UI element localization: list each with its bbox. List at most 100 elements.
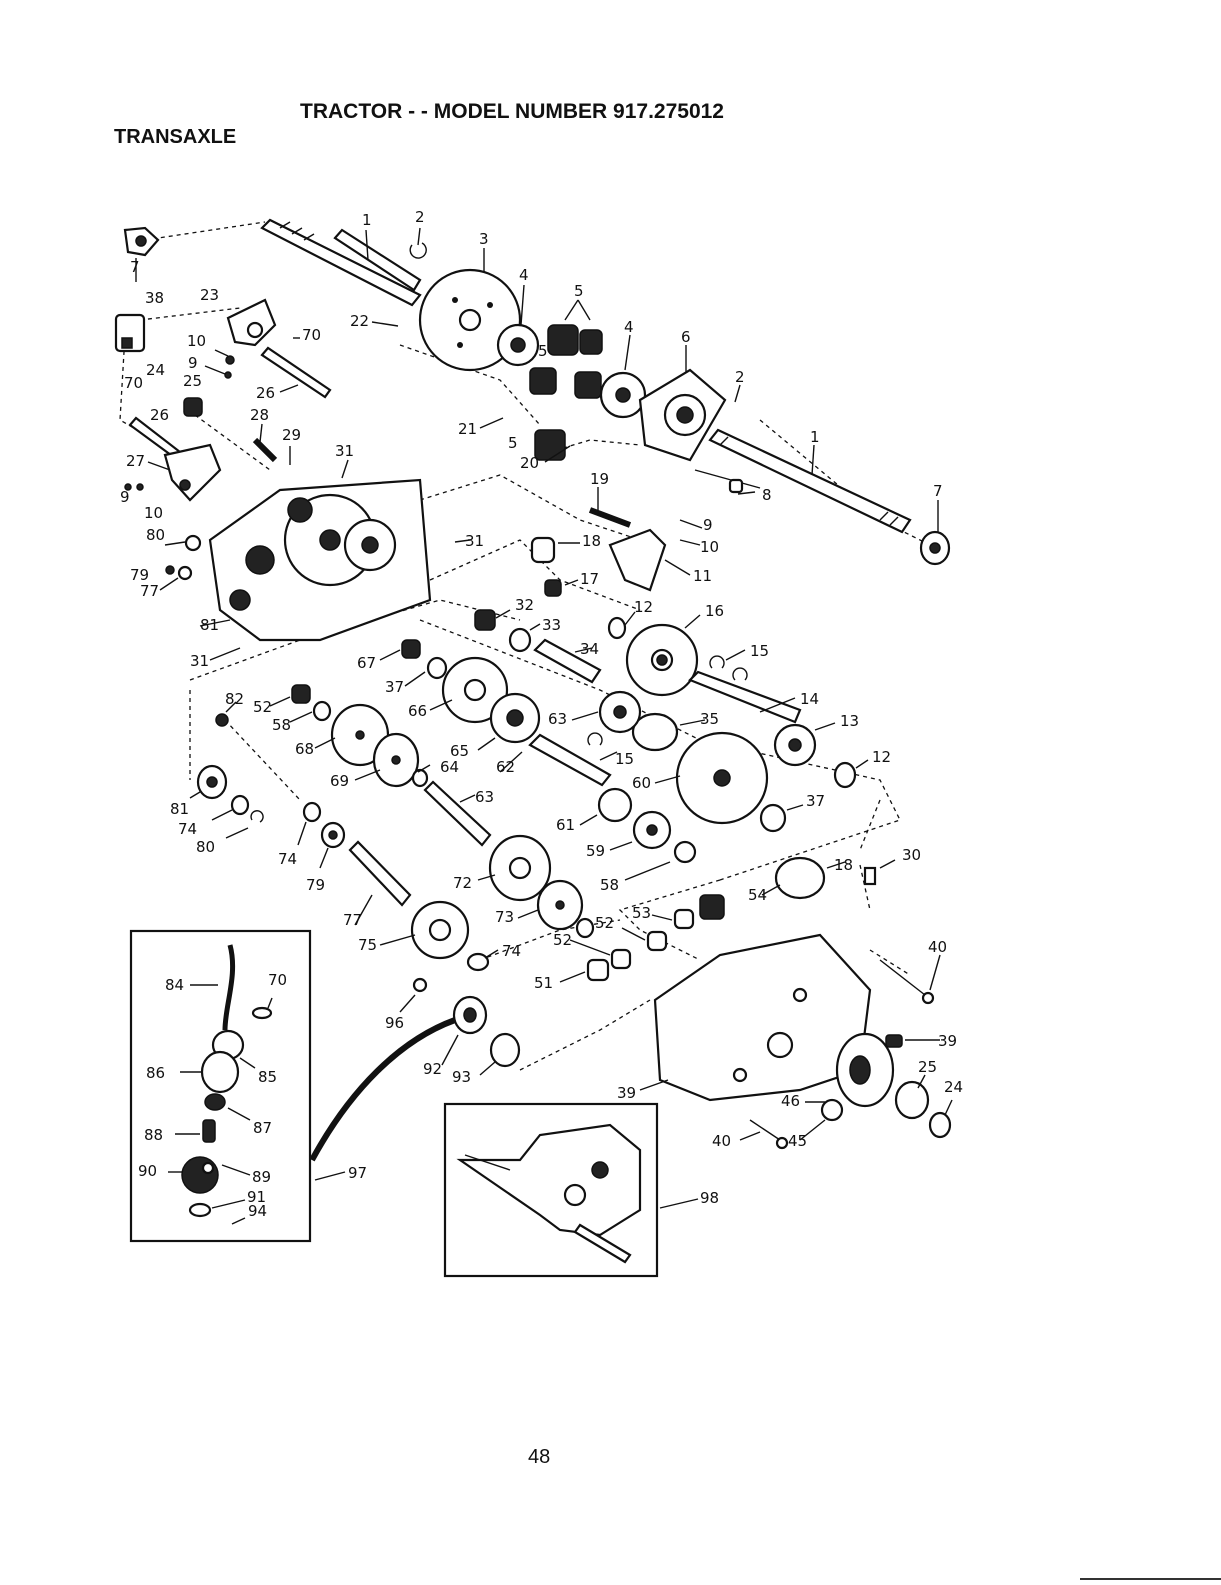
page-title: TRACTOR - - MODEL NUMBER 917.275012: [300, 100, 724, 123]
e-clip-part: [409, 242, 427, 259]
callout-17: 17: [580, 570, 599, 588]
washer-70-lower: [466, 952, 490, 972]
callout-3: 3: [479, 230, 489, 248]
clips-15: [587, 655, 748, 746]
callout-29: 29: [282, 426, 301, 444]
callout-65: 69: [330, 772, 349, 790]
callout-94: 94: [248, 1202, 267, 1220]
pin-19: [588, 507, 632, 528]
bearing-63: [401, 639, 421, 659]
collar-7-right: [919, 530, 951, 566]
washer-50-mid: [575, 917, 595, 939]
pin-28: [252, 437, 278, 463]
callout-5b: 5: [538, 342, 548, 360]
callout-18: 18: [582, 532, 601, 550]
callout-32: 31: [465, 532, 484, 550]
shaft-72: [348, 840, 412, 907]
key-66: [251, 1006, 273, 1020]
callout-73: 79: [306, 876, 325, 894]
bolt-41-upper: [879, 959, 935, 1005]
callout-40: 39: [938, 1032, 957, 1050]
gear-16: [625, 623, 699, 697]
callout-24b: 24: [944, 1078, 963, 1096]
cap-87: [204, 1093, 226, 1111]
small-parts-79-80-81: [165, 534, 202, 581]
bearing-33: [474, 609, 496, 631]
callout-35: 34: [580, 640, 599, 658]
callout-15b: 15: [615, 750, 634, 768]
leader-lines: [135, 227, 953, 1209]
callout-62: 66: [408, 702, 427, 720]
washer-91: [188, 1202, 212, 1218]
callout-10: 10: [187, 332, 206, 350]
ring-93: [489, 1032, 521, 1068]
callout-70: 74: [178, 820, 197, 838]
callout-85: 85: [258, 1068, 277, 1086]
callout-67b: 70: [124, 374, 143, 392]
callout-96: 96: [385, 1014, 404, 1032]
callout-61: 65: [450, 742, 469, 760]
callout-labels: 1 2 3 4 5 4 5 6 2 1 7 8 7 38 23 22 70 10…: [120, 208, 963, 1220]
callout-50: 52: [253, 698, 272, 716]
washer-12-lower: [833, 761, 857, 789]
pin-94: [231, 1217, 246, 1225]
washer-60: [411, 768, 429, 788]
callout-12: 12: [634, 598, 653, 616]
callout-32b: 31: [190, 652, 209, 670]
transaxle-assembly-98: [456, 1123, 642, 1264]
callout-13: 13: [840, 712, 859, 730]
callout-70b: 74: [278, 850, 297, 868]
callout-45: 45: [788, 1132, 807, 1150]
gear-68: [488, 834, 552, 902]
callout-68: 72: [453, 874, 472, 892]
gear-13: [773, 723, 817, 767]
callout-26: 26: [256, 384, 275, 402]
callout-91: 91: [247, 1188, 266, 1206]
pinion-gears-5: [529, 324, 603, 461]
callout-41: 40: [928, 938, 947, 956]
spring-9-10: [124, 355, 235, 491]
callout-77: 82: [225, 690, 244, 708]
callout-21: 21: [458, 420, 477, 438]
shift-fork-11: [608, 528, 667, 592]
washer-73: [320, 821, 346, 849]
callout-7: 7: [933, 482, 943, 500]
shaft-57: [528, 733, 612, 787]
callout-12b: 12: [872, 748, 891, 766]
main-shaft-upper: [260, 218, 422, 307]
callout-24: 24: [146, 361, 165, 379]
callout-46: 46: [781, 1092, 800, 1110]
callout-89: 89: [252, 1168, 271, 1186]
spring-88: [202, 1119, 216, 1143]
callout-60: 64: [440, 758, 459, 776]
callout-2: 2: [415, 208, 425, 226]
bushing-36: [631, 712, 679, 752]
callout-71: 75: [358, 936, 377, 954]
callout-54: 59: [586, 842, 605, 860]
disc-65: [372, 732, 420, 788]
callout-50b: 52: [553, 931, 572, 949]
callout-88: 88: [144, 1126, 163, 1144]
page-number: 48: [528, 1446, 551, 1468]
shift-rod-26: [260, 346, 332, 399]
callout-20: 20: [520, 454, 539, 472]
callout-25: 25: [183, 372, 202, 390]
callout-37b: 37: [385, 678, 404, 696]
fitting-45-46: [820, 1098, 844, 1122]
shift-block-38: [114, 313, 146, 353]
callout-10c: 10: [700, 538, 719, 556]
gear-3: [418, 268, 522, 372]
callout-80: 79: [130, 566, 149, 584]
shaft-14: [688, 670, 802, 724]
knob-parts-85-86: [200, 1029, 245, 1094]
callout-50c: 52: [595, 914, 614, 932]
callout-86: 86: [146, 1064, 165, 1082]
callout-25b: 25: [918, 1058, 937, 1076]
axle-shaft-right: [708, 428, 912, 534]
gear-71: [410, 900, 470, 960]
callout-31: 31: [335, 442, 354, 460]
callout-10b: 10: [144, 504, 163, 522]
housing-89-90: [181, 1156, 219, 1194]
gear-54: [632, 810, 672, 850]
